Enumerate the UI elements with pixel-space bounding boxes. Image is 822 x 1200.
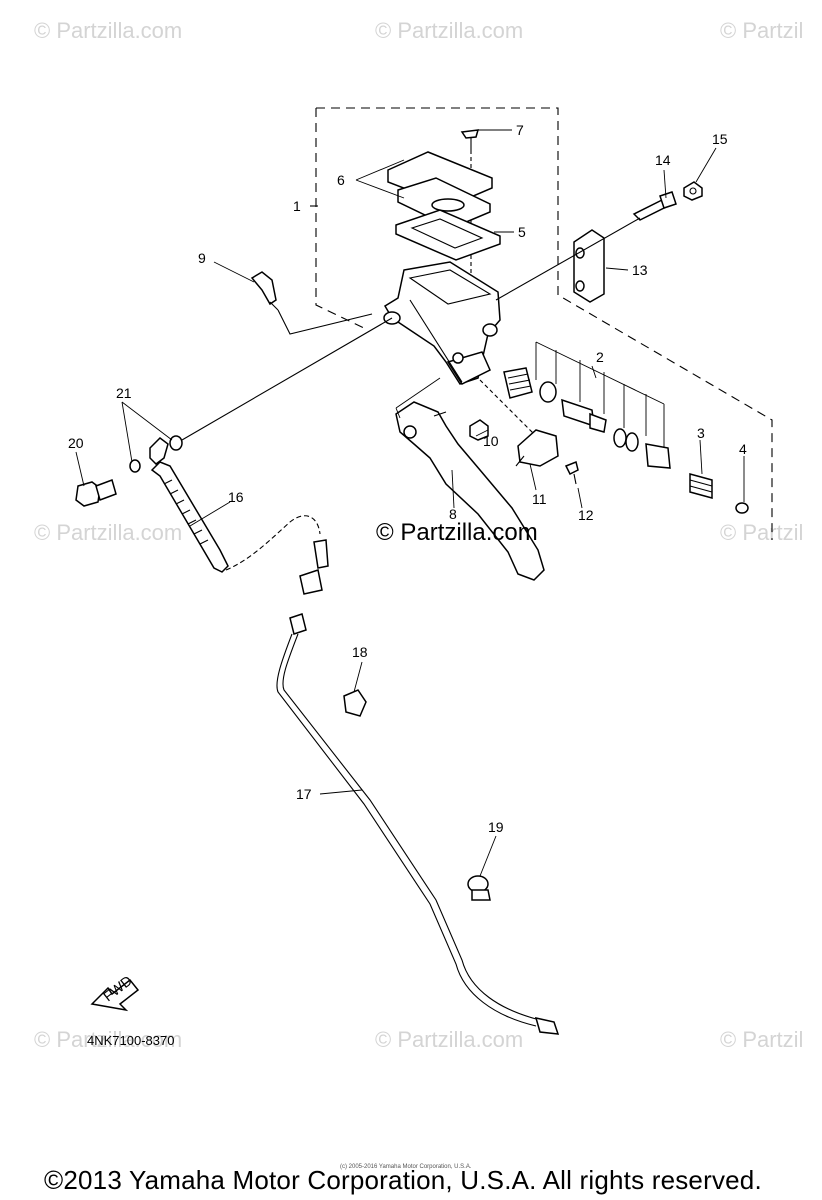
callout-7: 7 [516, 122, 524, 138]
watermark-top-left: © Partzilla.com [34, 18, 182, 43]
pivot-axis [409, 299, 463, 383]
callout-3: 3 [697, 425, 705, 441]
union-bolt-20 [75, 479, 117, 507]
watermark-bottom-center: © Partzilla.com [375, 1027, 523, 1052]
piston-kit-2 [503, 341, 671, 469]
clip-18 [343, 689, 367, 717]
callout-13: 13 [632, 262, 648, 278]
brake-pipe-17 [276, 633, 560, 1035]
washer-21a [129, 459, 141, 473]
callout-11: 11 [532, 491, 547, 507]
fwd-arrow: FWD [90, 972, 140, 1012]
master-cylinder-body [383, 261, 501, 385]
callout-16: 16 [228, 489, 244, 505]
hose-16 [149, 437, 321, 573]
callout-17: 17 [296, 786, 312, 802]
callout-14: 14 [655, 152, 671, 168]
bolt-9 [250, 271, 373, 335]
callout-15: 15 [712, 131, 728, 147]
callout-9: 9 [198, 250, 206, 266]
watermark-bottom-left: © Partzilla.com [34, 1027, 182, 1052]
watermark-top-center: © Partzilla.com [375, 18, 523, 43]
callout-8: 8 [449, 506, 457, 522]
lever-axis [479, 379, 541, 441]
callout-21: 21 [116, 385, 132, 401]
washer-21b [169, 435, 183, 451]
callout-2: 2 [596, 349, 604, 365]
callout-6: 6 [337, 172, 345, 188]
diaphragm-5 [395, 209, 501, 261]
boot-4 [735, 502, 749, 514]
nut-10 [469, 419, 489, 441]
callout-19: 19 [488, 819, 504, 835]
watermark-mid-left: © Partzilla.com [34, 520, 182, 545]
clamp-13 [573, 229, 605, 303]
center-watermark: © Partzilla.com [376, 519, 538, 546]
leader-lines [75, 129, 745, 877]
callout-10: 10 [483, 433, 499, 449]
watermark-mid-right: © Partzil [720, 520, 803, 545]
lever-8 [395, 377, 545, 581]
diagram-code: 4NK7100-8370 [87, 1033, 175, 1048]
callout-20: 20 [68, 435, 84, 451]
tiny-notice: (c) 2005-2016 Yamaha Motor Corporation, … [340, 1164, 472, 1170]
fitting-17-upper [289, 539, 329, 635]
clamp-19 [467, 875, 491, 901]
switch-11 [515, 429, 559, 467]
push-rod-3 [689, 473, 713, 499]
reservoir-cap-6 [387, 151, 493, 229]
nut-15 [683, 181, 703, 201]
assembly-box-1 [315, 107, 773, 540]
watermark-top-right: © Partzil [720, 18, 803, 43]
callout-1: 1 [293, 198, 301, 214]
screw-12 [564, 460, 579, 485]
callout-5: 5 [518, 224, 526, 240]
callout-numbers: 1 2 3 4 5 6 7 8 9 10 11 12 13 14 15 16 1… [68, 122, 747, 835]
watermark-bottom-right: © Partzil [720, 1027, 803, 1052]
callout-12: 12 [578, 507, 594, 523]
banjo-axis [181, 317, 393, 441]
callout-4: 4 [739, 441, 747, 457]
axis-line-clamp [495, 217, 641, 301]
bolt-14 [632, 191, 677, 221]
copyright-notice: ©2013 Yamaha Motor Corporation, U.S.A. A… [44, 1165, 762, 1195]
callout-18: 18 [352, 644, 368, 660]
watermark-layer: © Partzilla.com © Partzilla.com © Partzi… [34, 18, 803, 1052]
